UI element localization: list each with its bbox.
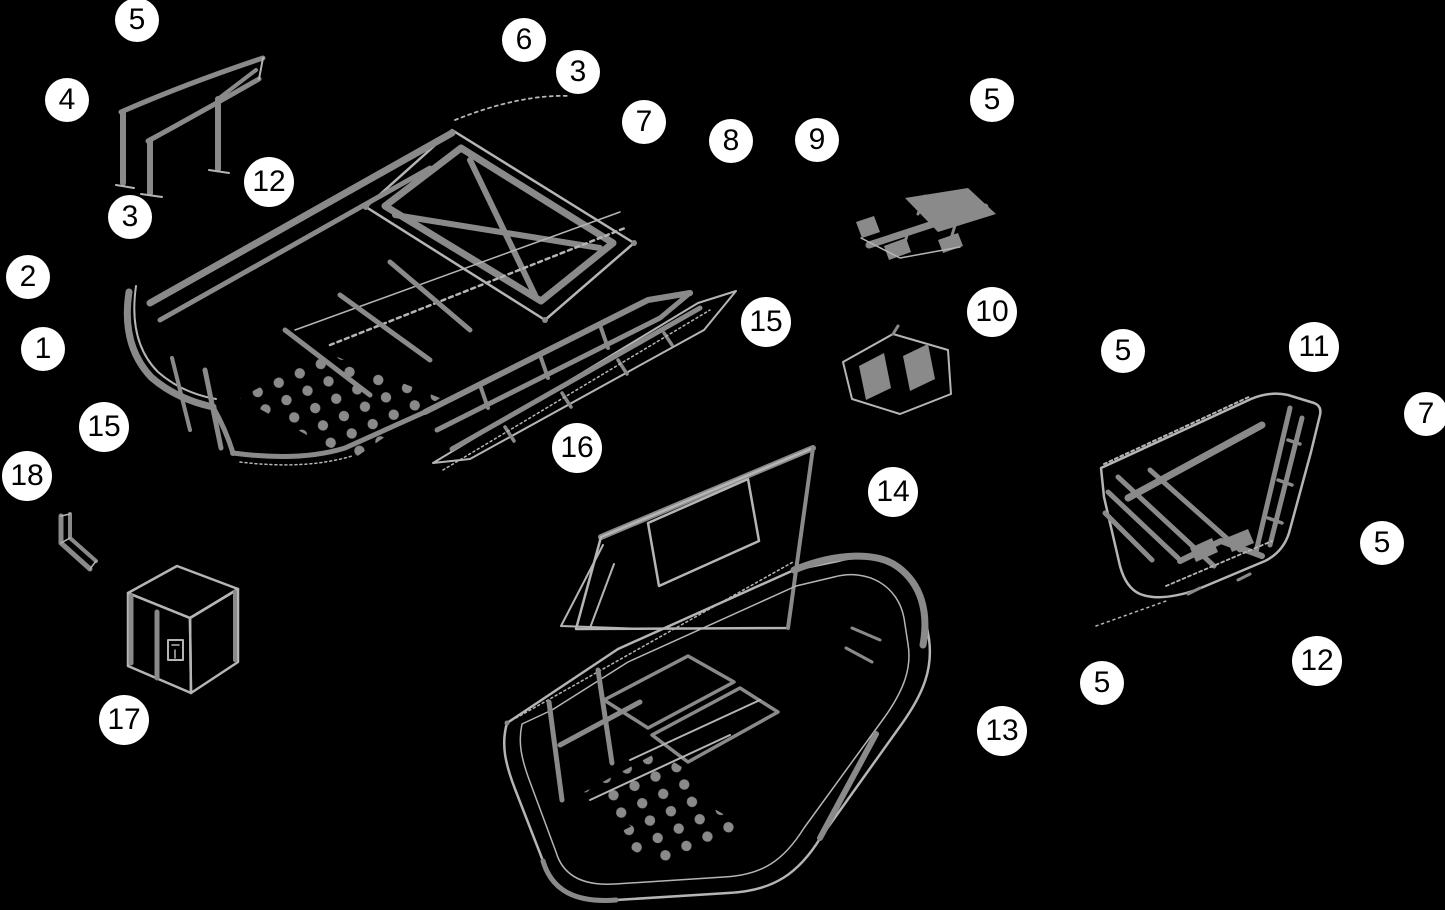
callout-number: 11 xyxy=(1298,330,1330,363)
callout-number: 14 xyxy=(876,475,910,508)
callout-number: 7 xyxy=(1417,397,1435,430)
rocker-sill-illustration xyxy=(432,290,737,471)
support-tray-illustration xyxy=(842,324,952,415)
callout-number: 12 xyxy=(252,165,286,198)
callout-12: 12 xyxy=(1292,636,1342,686)
callout-number: 5 xyxy=(128,3,146,36)
callout-12: 12 xyxy=(244,157,294,207)
angle-bracket-illustration xyxy=(58,512,98,572)
callout-18: 18 xyxy=(2,451,52,501)
callout-7: 7 xyxy=(1404,392,1445,436)
callout-14: 14 xyxy=(868,467,918,517)
callout-number: 5 xyxy=(1093,666,1111,699)
callout-16: 16 xyxy=(552,423,602,473)
callout-5: 5 xyxy=(1360,521,1404,565)
callout-7: 7 xyxy=(622,100,666,144)
callout-number: 10 xyxy=(975,295,1009,328)
callout-11: 11 xyxy=(1289,322,1339,372)
callout-number: 12 xyxy=(1300,644,1334,677)
callout-5: 5 xyxy=(970,78,1014,122)
callout-number: 3 xyxy=(121,200,139,233)
callout-number: 6 xyxy=(515,23,533,56)
callout-number: 9 xyxy=(808,123,826,156)
callout-6: 6 xyxy=(502,18,546,62)
callout-number: 18 xyxy=(10,459,44,492)
callout-number: 5 xyxy=(1373,526,1391,559)
callout-4: 4 xyxy=(45,78,89,122)
callout-10: 10 xyxy=(967,287,1017,337)
callout-number: 17 xyxy=(107,703,141,736)
storage-box-illustration xyxy=(126,564,240,695)
cab-frame-illustration xyxy=(123,94,693,466)
callout-5: 5 xyxy=(1101,329,1145,373)
callout-5: 5 xyxy=(115,0,159,42)
callout-number: 13 xyxy=(985,714,1019,747)
callout-15: 15 xyxy=(79,402,129,452)
front-support-bracket-illustration xyxy=(115,55,266,198)
callout-3: 3 xyxy=(108,195,152,239)
callout-number: 1 xyxy=(34,332,52,365)
callout-number: 15 xyxy=(87,410,121,443)
callout-number: 5 xyxy=(983,83,1001,116)
callout-2: 2 xyxy=(6,255,50,299)
callout-number: 2 xyxy=(19,260,37,293)
callout-number: 15 xyxy=(749,305,783,338)
side-panel-illustration xyxy=(1095,392,1322,627)
mount-bracket-illustration xyxy=(856,188,996,260)
callout-number: 16 xyxy=(560,431,594,464)
callout-13: 13 xyxy=(977,706,1027,756)
callout-15: 15 xyxy=(741,297,791,347)
callout-1: 1 xyxy=(21,327,65,371)
callout-number: 4 xyxy=(58,83,76,116)
callout-8: 8 xyxy=(709,119,753,163)
floor-pan-illustration xyxy=(502,552,932,903)
callout-number: 7 xyxy=(635,105,653,138)
callout-number: 5 xyxy=(1114,334,1132,367)
callout-17: 17 xyxy=(99,695,149,745)
callout-9: 9 xyxy=(795,118,839,162)
callout-3: 3 xyxy=(556,50,600,94)
callout-number: 3 xyxy=(569,55,587,88)
rear-panel-illustration xyxy=(560,445,816,631)
callout-number: 8 xyxy=(722,124,740,157)
callout-5: 5 xyxy=(1080,661,1124,705)
